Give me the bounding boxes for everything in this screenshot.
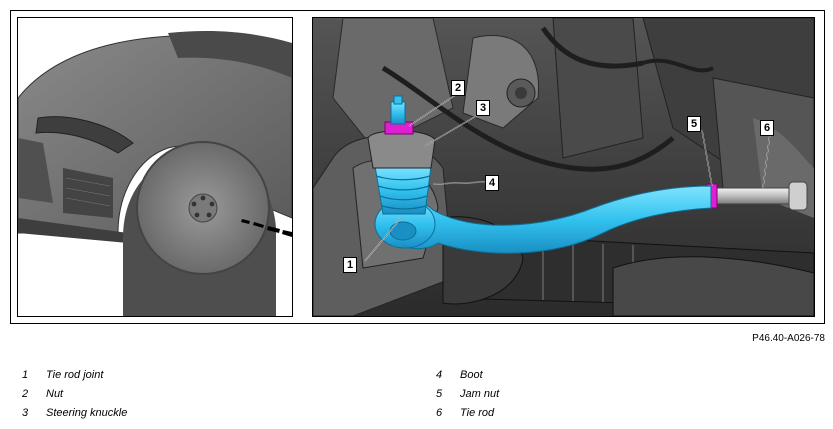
- legend-number: 2: [22, 388, 29, 400]
- legend-label: Tie rod joint: [46, 369, 104, 381]
- callout-4: 4: [485, 175, 499, 191]
- parts-legend: 1 Tie rod joint 2 Nut 3 Steering knuckle…: [0, 364, 833, 424]
- steering-detail-panel: 2 3 4 1 5 6: [312, 17, 815, 317]
- legend-label: Tie rod: [460, 407, 495, 419]
- legend-label: Nut: [46, 388, 64, 400]
- figure-reference-code: P46.40-A026-78: [752, 333, 825, 344]
- legend-label: Steering knuckle: [46, 407, 128, 419]
- legend-number: 5: [436, 388, 443, 400]
- legend-number: 4: [436, 369, 443, 381]
- legend-number: 1: [22, 369, 29, 381]
- callout-3: 3: [476, 100, 490, 116]
- vehicle-front-illustration: [18, 31, 292, 316]
- vehicle-overview-panel: [17, 17, 293, 317]
- callout-5: 5: [687, 116, 701, 132]
- diagram-figure: 2 3 4 1 5 6: [10, 10, 825, 324]
- tie-rod-assembly-illustration: [313, 18, 814, 316]
- callout-6: 6: [760, 120, 774, 136]
- legend-label: Boot: [460, 369, 483, 381]
- legend-number: 3: [22, 407, 29, 419]
- legend-label: Jam nut: [460, 388, 500, 400]
- callout-2: 2: [451, 80, 465, 96]
- callout-1: 1: [343, 257, 357, 273]
- legend-number: 6: [436, 407, 443, 419]
